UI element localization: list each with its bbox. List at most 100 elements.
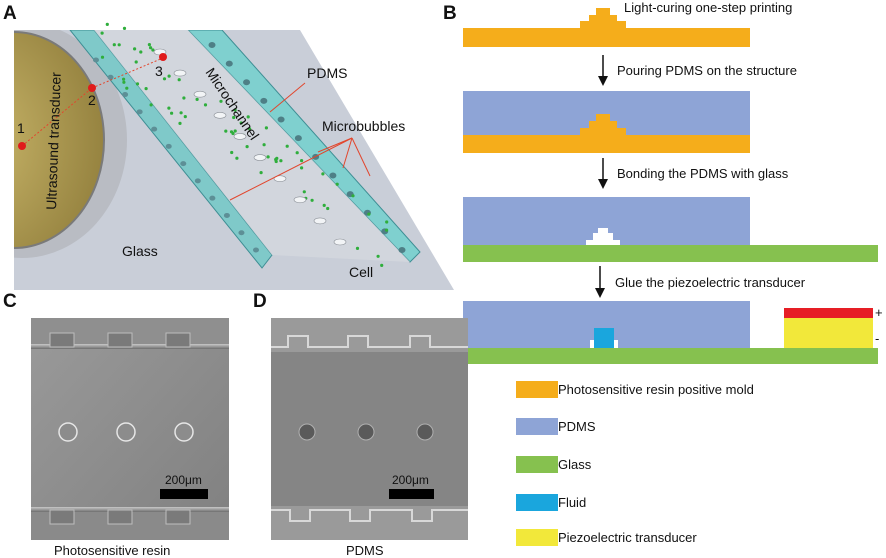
wall-pillar — [136, 109, 143, 115]
scale-bar-c — [160, 489, 208, 499]
wall-pillar — [151, 126, 158, 132]
panel-d-label: D — [253, 291, 267, 312]
legend-label-resin: Photosensitive resin positive mold — [558, 382, 754, 397]
microbubble-dot — [351, 194, 355, 198]
panel-b-label: B — [443, 3, 457, 24]
wall-pillar — [277, 116, 285, 123]
microbubble-dot — [295, 151, 299, 155]
microbubble-dot — [122, 77, 126, 81]
microbubble-dot — [376, 254, 380, 258]
cell-shape — [253, 154, 267, 161]
microbubble-dot — [178, 121, 182, 125]
panel-a-label: A — [3, 3, 17, 24]
microbubble-dot — [133, 47, 137, 51]
wall-pillar — [238, 230, 245, 236]
sem-pillar — [107, 509, 133, 525]
microbubble-dot — [321, 172, 325, 176]
microbubble-dot — [380, 263, 384, 267]
point-1-label: 1 — [17, 120, 25, 136]
microbubble-dot — [310, 198, 314, 202]
legend: Photosensitive resin positive mold PDMS … — [516, 381, 754, 546]
microbubble-dot — [139, 50, 143, 54]
microbubble-dot — [224, 129, 228, 133]
microbubble-dot — [326, 206, 330, 211]
wall-pillar — [329, 172, 337, 179]
wall-pillar — [225, 60, 233, 67]
caption-d: PDMS — [346, 543, 384, 558]
wall-pillar — [223, 212, 230, 218]
microbubble-dot — [183, 115, 187, 119]
transducer-face — [14, 32, 104, 248]
sem-pillar — [49, 509, 75, 525]
legend-swatch-glass — [516, 456, 558, 473]
wall-pillar — [294, 135, 302, 142]
cells — [153, 48, 347, 246]
wall-pillar — [93, 57, 99, 63]
sem-hole — [174, 422, 194, 442]
wall-pillar — [209, 195, 216, 201]
microbubble-dot — [149, 46, 153, 50]
microbubble-dot — [105, 22, 109, 26]
microbubble-dot — [385, 220, 389, 224]
microbubble-dot — [177, 78, 181, 82]
legend-swatch-resin — [516, 381, 558, 398]
microbubble-dot — [262, 143, 266, 147]
caption-c: Photosensitive resin — [54, 543, 170, 558]
sem-pillar — [107, 332, 133, 348]
point-2-marker — [88, 84, 96, 92]
wall-pillar — [165, 143, 172, 149]
point-3-label: 3 — [155, 63, 163, 79]
cell-shape — [213, 112, 227, 119]
sem-hole — [416, 423, 434, 441]
wall-pillar — [253, 247, 259, 253]
point-3-marker — [159, 53, 167, 61]
scale-bar-d — [389, 489, 434, 499]
cell-shape — [333, 238, 347, 246]
microbubble-dot — [264, 126, 268, 130]
microbubble-dot — [167, 74, 171, 78]
microbubble-dot — [170, 111, 174, 115]
microbubble-dot — [195, 97, 199, 101]
scale-label-d: 200μm — [392, 473, 429, 487]
microbubble-dot — [230, 150, 234, 155]
microbubble-dot — [300, 159, 304, 163]
step3-diagram — [463, 197, 878, 262]
wall-pillars — [93, 42, 406, 253]
microbubble-dot — [335, 182, 339, 186]
microbubble-dot — [300, 166, 304, 170]
microbubble-dot — [229, 130, 234, 134]
microbubble-dot — [144, 87, 148, 91]
step3-text: Bonding the PDMS with glass — [617, 166, 789, 181]
microbubble-dot — [367, 212, 371, 216]
sem-hole — [116, 422, 136, 442]
pdms-top-edge — [271, 335, 468, 348]
legend-label-fluid: Fluid — [558, 495, 586, 510]
sem-pillar — [165, 332, 191, 348]
pdms-label-a: PDMS — [307, 65, 347, 81]
microbubble-dot — [147, 43, 151, 47]
cell-label: Cell — [349, 264, 373, 280]
microbubble-dot — [151, 48, 155, 52]
microbubble-dot — [235, 156, 239, 160]
microbubble-dot — [112, 43, 116, 47]
sem-pillar — [165, 509, 191, 525]
microbubble-dot — [179, 111, 183, 115]
microbubble-dot — [245, 145, 249, 149]
wall-pillar — [398, 247, 406, 253]
wall-pillar — [180, 161, 187, 167]
microbubble-dot — [279, 159, 283, 163]
sem-hole — [58, 422, 78, 442]
microbubble-dot — [239, 121, 243, 125]
microbubble-dot — [266, 155, 270, 159]
wall-pillar — [122, 92, 129, 98]
panel-c-label: C — [3, 291, 17, 312]
cell-shape — [233, 133, 247, 140]
sem-pillar — [49, 332, 75, 348]
microbubble-dot — [135, 82, 140, 86]
microbubble-dot — [385, 228, 389, 232]
microbubble-dot — [167, 106, 171, 110]
microbubble-dot — [232, 115, 236, 120]
scale-label-c: 200μm — [165, 473, 202, 487]
pdms-bottom-edge — [271, 509, 468, 522]
wall-pillar — [260, 97, 268, 104]
